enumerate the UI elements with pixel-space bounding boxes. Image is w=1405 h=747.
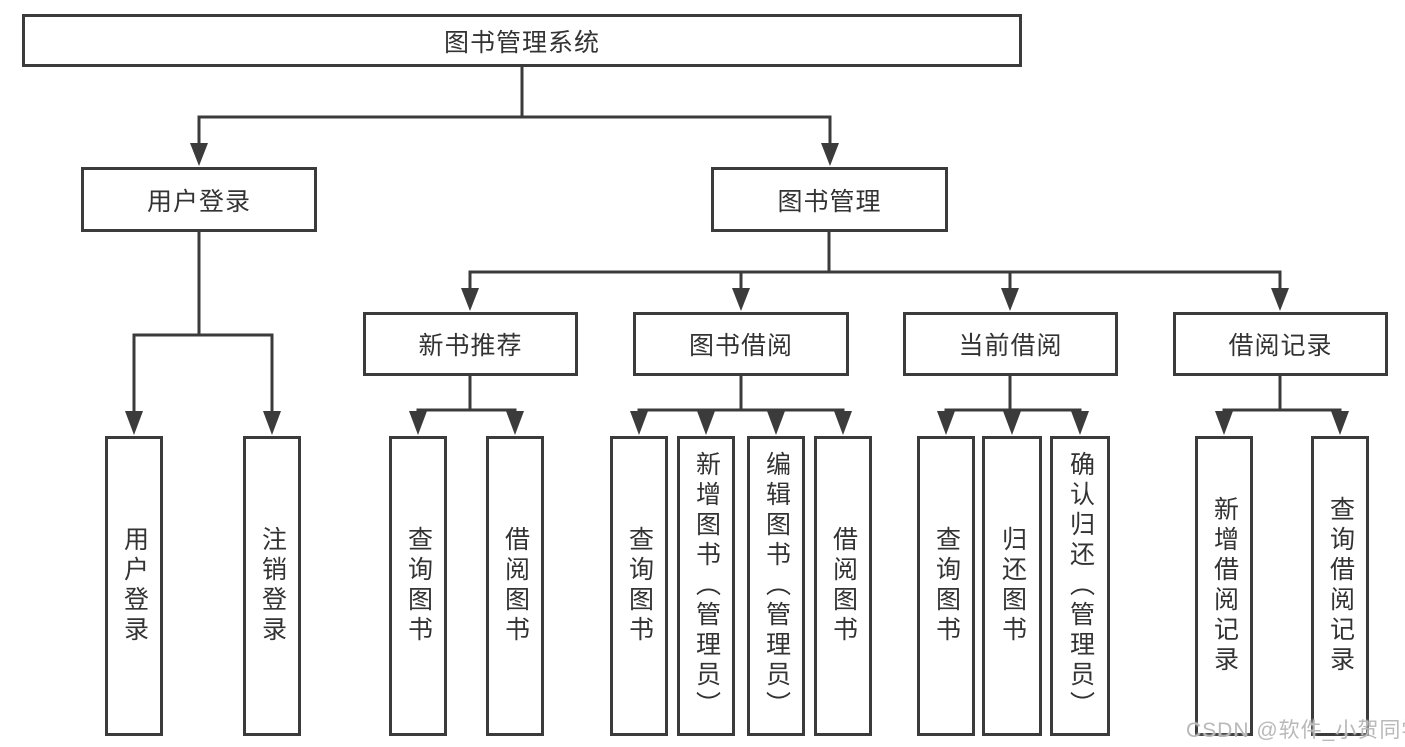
leaf-return-book-label: 归还图书 bbox=[998, 526, 1027, 646]
connector-mgmt-to-groups bbox=[461, 230, 1289, 311]
connector-group-current bbox=[937, 374, 1089, 435]
leaf-edit-book-admin-label: 编辑图书（管理员） bbox=[762, 451, 791, 721]
leaf-borrow-books-recommend-label: 借阅图书 bbox=[501, 526, 530, 646]
leaf-query-borrow-record-label: 查询借阅记录 bbox=[1326, 496, 1355, 676]
leaf-query-books-recommend-label: 查询图书 bbox=[404, 526, 433, 646]
leaf-user-login-label: 用户登录 bbox=[120, 526, 149, 646]
node-book-management-branch: 图书管理 bbox=[711, 167, 948, 232]
connector-root-to-branches bbox=[190, 66, 839, 166]
leaf-logout-label: 注销登录 bbox=[258, 526, 287, 646]
leaf-confirm-return-admin: 确认归还（管理员） bbox=[1050, 436, 1110, 736]
node-user-login-branch: 用户登录 bbox=[81, 167, 317, 232]
leaf-edit-book-admin: 编辑图书（管理员） bbox=[747, 436, 805, 736]
leaf-query-books-recommend: 查询图书 bbox=[389, 436, 447, 736]
leaf-borrow-books-recommend: 借阅图书 bbox=[486, 436, 544, 736]
leaf-query-books-borrow: 查询图书 bbox=[610, 436, 668, 736]
leaf-logout: 注销登录 bbox=[243, 436, 301, 736]
connector-login-to-leaves bbox=[125, 230, 281, 435]
leaf-add-book-admin-label: 新增图书（管理员） bbox=[692, 451, 721, 721]
leaf-add-book-admin: 新增图书（管理员） bbox=[677, 436, 735, 736]
node-root-system: 图书管理系统 bbox=[22, 14, 1022, 67]
leaf-query-books-current: 查询图书 bbox=[917, 436, 975, 736]
node-new-book-recommend: 新书推荐 bbox=[363, 312, 578, 376]
connector-group-records bbox=[1215, 374, 1349, 435]
leaf-borrow-books-label: 借阅图书 bbox=[829, 526, 858, 646]
node-borrow-records: 借阅记录 bbox=[1173, 312, 1388, 376]
node-current-borrow: 当前借阅 bbox=[903, 312, 1118, 376]
leaf-confirm-return-admin-label: 确认归还（管理员） bbox=[1066, 451, 1095, 721]
leaf-return-book: 归还图书 bbox=[982, 436, 1042, 736]
leaf-add-borrow-record-label: 新增借阅记录 bbox=[1210, 496, 1239, 676]
leaf-query-books-borrow-label: 查询图书 bbox=[625, 526, 654, 646]
connector-group-borrow bbox=[630, 374, 852, 435]
leaf-query-books-current-label: 查询图书 bbox=[932, 526, 961, 646]
leaf-add-borrow-record: 新增借阅记录 bbox=[1195, 436, 1253, 736]
leaf-user-login: 用户登录 bbox=[105, 436, 163, 736]
connector-group-newbook bbox=[409, 374, 524, 435]
leaf-borrow-books: 借阅图书 bbox=[814, 436, 872, 736]
csdn-watermark: CSDN @软件_小贺同学 bbox=[1186, 719, 1405, 742]
node-book-borrow: 图书借阅 bbox=[633, 312, 849, 376]
leaf-query-borrow-record: 查询借阅记录 bbox=[1311, 436, 1369, 736]
